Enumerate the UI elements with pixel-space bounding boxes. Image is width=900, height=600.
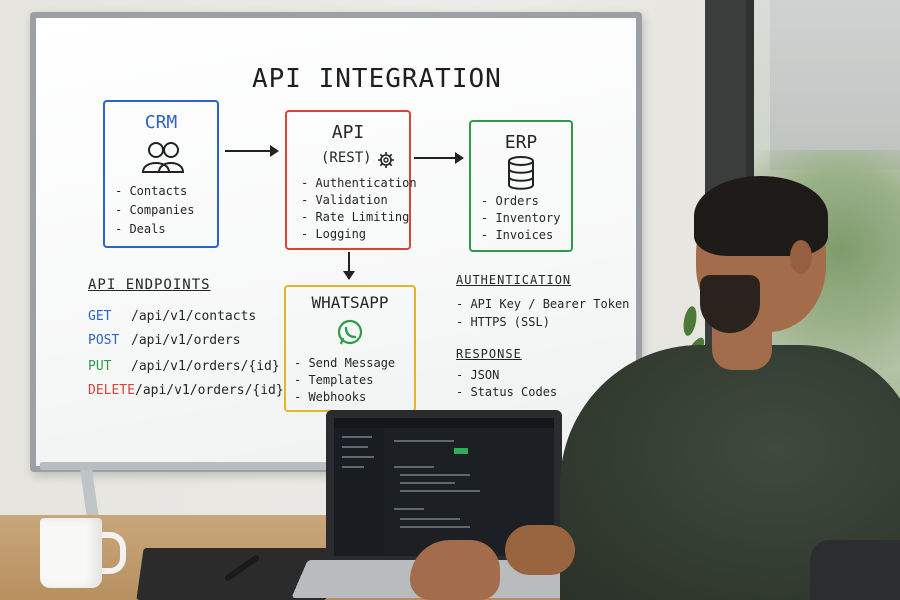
whatsapp-item: - Send Message xyxy=(294,356,396,370)
database-icon xyxy=(508,156,534,190)
endpoint-path: /api/v1/orders xyxy=(131,333,241,348)
endpoint-method: GET xyxy=(88,309,112,324)
laptop-screen-line xyxy=(400,482,455,484)
response-title: RESPONSE xyxy=(456,347,522,361)
response-item: - Status Codes xyxy=(456,385,558,399)
api-title: API xyxy=(331,122,365,143)
api-item: - Validation xyxy=(301,193,388,207)
whiteboard-title: API INTEGRATION xyxy=(252,64,502,94)
api-item: - Rate Limiting xyxy=(301,210,410,224)
laptop-screen-titlebar xyxy=(334,418,554,428)
endpoint-row: POST /api/v1/orders xyxy=(88,333,241,348)
api-item: - Authentication xyxy=(301,176,417,190)
laptop-screen-line xyxy=(342,456,374,458)
users-icon xyxy=(141,142,185,173)
api-box: API (REST) - Authentication - Validation… xyxy=(285,110,417,250)
whatsapp-title: WHATSAPP xyxy=(311,293,389,312)
window-building xyxy=(770,0,900,170)
crm-title: CRM xyxy=(144,112,178,133)
authentication-title: AUTHENTICATION xyxy=(456,273,572,287)
crm-item: - Companies xyxy=(115,203,195,217)
crm-item: - Contacts xyxy=(115,184,188,198)
person-ear xyxy=(790,240,812,274)
authentication-item: - HTTPS (SSL) xyxy=(456,315,550,329)
endpoint-path: /api/v1/orders/{id} xyxy=(135,383,284,398)
endpoints-title: API ENDPOINTS xyxy=(88,277,211,293)
whatsapp-box: WHATSAPP - Send Message - Templates - We… xyxy=(284,285,416,412)
endpoint-path: /api/v1/orders/{id} xyxy=(131,359,280,374)
chair xyxy=(810,540,900,600)
person-beard xyxy=(700,275,760,333)
endpoint-method: POST xyxy=(88,333,120,348)
endpoint-row: GET /api/v1/contacts xyxy=(88,309,256,324)
laptop-screen-line xyxy=(342,436,372,438)
endpoint-row: PUT /api/v1/orders/{id} xyxy=(88,359,280,374)
whiteboard-surface xyxy=(36,18,636,466)
laptop-screen-line xyxy=(400,490,480,492)
laptop-screen-line xyxy=(342,466,364,468)
whatsapp-item: - Webhooks xyxy=(294,390,367,404)
person-hand-right xyxy=(410,540,500,600)
erp-item: - Inventory xyxy=(481,211,561,225)
endpoint-method: DELETE xyxy=(88,383,135,398)
laptop-screen-line xyxy=(400,474,470,476)
endpoint-method: PUT xyxy=(88,359,112,374)
endpoint-row: DELETE /api/v1/orders/{id} xyxy=(88,383,284,398)
laptop-screen-send-button xyxy=(454,448,468,454)
laptop-screen-line xyxy=(342,446,368,448)
whatsapp-icon xyxy=(337,319,363,345)
erp-item: - Invoices xyxy=(481,228,554,242)
erp-title: ERP xyxy=(504,132,538,153)
arrow-api-to-erp xyxy=(414,152,464,164)
response-item: - JSON xyxy=(456,368,500,382)
whatsapp-item: - Templates xyxy=(294,373,374,387)
laptop-screen xyxy=(334,418,554,556)
laptop-screen-line xyxy=(400,518,460,520)
crm-box: CRM - Contacts - Companies - Deals xyxy=(103,100,219,248)
person-hand-left xyxy=(505,525,575,575)
arrow-api-to-whatsapp xyxy=(343,252,355,280)
erp-box: ERP - Orders - Inventory - Invoices xyxy=(469,120,573,252)
api-item: - Logging xyxy=(301,227,367,241)
laptop-screen-line xyxy=(394,440,454,442)
laptop-screen-sidebar xyxy=(334,428,384,556)
authentication-item: - API Key / Bearer Token xyxy=(456,297,630,311)
laptop-screen-line xyxy=(400,526,470,528)
arrow-crm-to-api xyxy=(225,145,279,157)
mug-handle xyxy=(98,532,126,574)
coffee-mug xyxy=(40,518,102,588)
api-subtitle: (REST) xyxy=(321,150,372,166)
laptop-screen-line xyxy=(394,466,434,468)
endpoint-path: /api/v1/contacts xyxy=(131,309,257,324)
laptop-screen-line xyxy=(394,508,424,510)
gear-icon xyxy=(378,152,394,168)
erp-item: - Orders xyxy=(481,194,539,208)
crm-item: - Deals xyxy=(115,222,166,236)
